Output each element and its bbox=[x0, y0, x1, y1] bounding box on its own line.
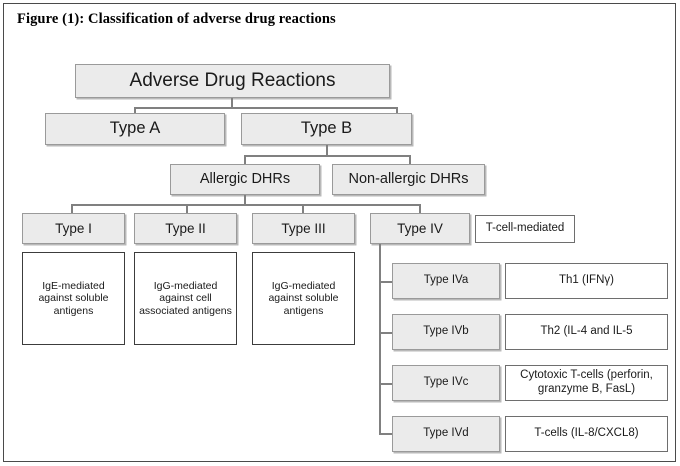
node-type-ivc[interactable]: Type IVc bbox=[392, 365, 500, 401]
connector-to-type-a bbox=[134, 107, 136, 114]
connector-root-down bbox=[231, 98, 233, 108]
node-type-4[interactable]: Type IV bbox=[370, 213, 470, 244]
connector-stub-ivc bbox=[379, 383, 393, 385]
connector-stub-ivd bbox=[379, 433, 393, 435]
connector-to-type-b bbox=[396, 107, 398, 114]
value-type-ivc: Cytotoxic T-cells (perforin, granzyme B,… bbox=[505, 365, 668, 401]
value-type-iva: Th1 (IFNγ) bbox=[505, 263, 668, 299]
node-t-cell-mediated[interactable]: T-cell-mediated bbox=[475, 215, 575, 243]
connector-to-type-4 bbox=[419, 204, 421, 213]
value-type-ivb: Th2 (IL-4 and IL-5 bbox=[505, 314, 668, 350]
node-type-3[interactable]: Type III bbox=[252, 213, 355, 244]
description-type-1: IgE-mediated against soluble antigens bbox=[22, 252, 125, 345]
node-non-allergic-dhrs[interactable]: Non-allergic DHRs bbox=[332, 164, 485, 195]
node-type-iva[interactable]: Type IVa bbox=[392, 263, 500, 299]
connector-root-bus bbox=[134, 107, 397, 109]
node-type-1[interactable]: Type I bbox=[22, 213, 125, 244]
connector-to-type-3 bbox=[302, 204, 304, 213]
node-adverse-drug-reactions[interactable]: Adverse Drug Reactions bbox=[75, 64, 390, 98]
connector-dhr-bus bbox=[244, 155, 410, 157]
description-type-2: IgG-mediated against cell associated ant… bbox=[134, 252, 237, 345]
node-type-b[interactable]: Type B bbox=[241, 113, 412, 145]
connector-type-4-trunk bbox=[379, 244, 381, 434]
connector-allergic-down bbox=[244, 195, 246, 205]
value-type-ivd: T-cells (IL-8/CXCL8) bbox=[505, 416, 668, 452]
connector-to-type-2 bbox=[186, 204, 188, 213]
figure-title: Figure (1): Classification of adverse dr… bbox=[17, 11, 336, 27]
node-type-2[interactable]: Type II bbox=[134, 213, 237, 244]
node-allergic-dhrs[interactable]: Allergic DHRs bbox=[170, 164, 320, 195]
connector-stub-iva bbox=[379, 281, 393, 283]
node-type-ivb[interactable]: Type IVb bbox=[392, 314, 500, 350]
node-type-a[interactable]: Type A bbox=[45, 113, 225, 145]
connector-to-type-1 bbox=[71, 204, 73, 213]
connector-types-bus bbox=[71, 204, 420, 206]
node-type-ivd[interactable]: Type IVd bbox=[392, 416, 500, 452]
connector-stub-ivb bbox=[379, 332, 393, 334]
connector-to-non-allergic bbox=[409, 155, 411, 164]
connector-to-allergic bbox=[244, 155, 246, 164]
connector-type-b-down bbox=[326, 145, 328, 156]
description-type-3: IgG-mediated against soluble antigens bbox=[252, 252, 355, 345]
